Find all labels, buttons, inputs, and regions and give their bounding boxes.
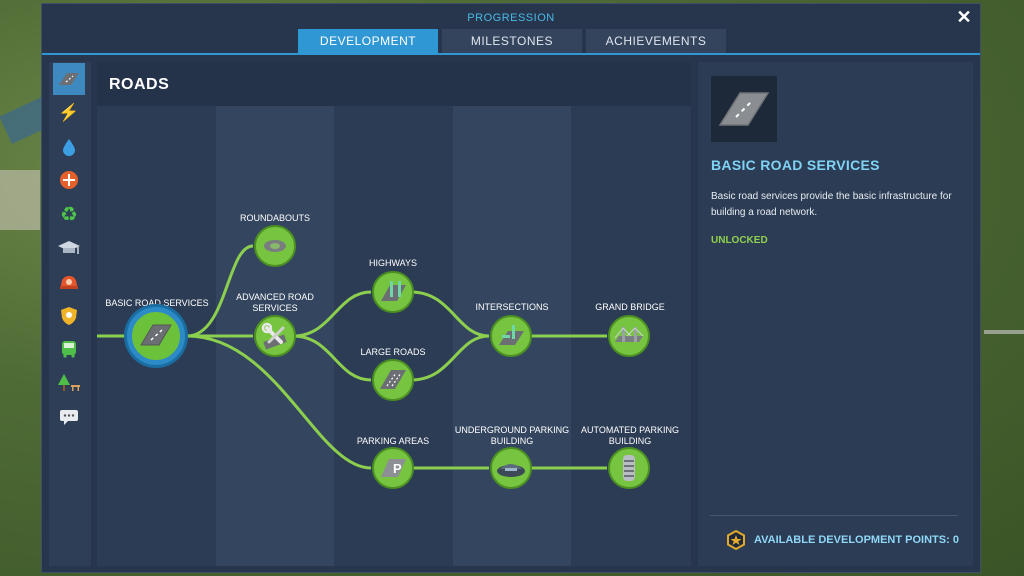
development-tree-panel: ROADS BASIC ROAD SERVICES ROUNDABOUTS AD…	[97, 62, 691, 566]
node-intersections[interactable]	[490, 315, 532, 357]
detail-image	[711, 76, 777, 142]
divider	[710, 515, 958, 516]
highway-icon	[381, 281, 406, 301]
close-button[interactable]: ✕	[956, 7, 972, 27]
electricity-icon: ⚡	[58, 102, 80, 122]
tab-bar: DEVELOPMENT MILESTONES ACHIEVEMENTS	[298, 29, 726, 53]
development-points-label: AVAILABLE DEVELOPMENT POINTS: 0	[754, 534, 959, 546]
development-points: AVAILABLE DEVELOPMENT POINTS: 0	[726, 530, 959, 550]
detail-title: BASIC ROAD SERVICES	[711, 157, 880, 173]
tab-development[interactable]: DEVELOPMENT	[298, 29, 438, 53]
node-roundabouts[interactable]	[254, 225, 296, 267]
parking-sign-icon: P	[381, 459, 406, 477]
category-sidebar: ⚡ ♻	[49, 62, 91, 566]
node-label-intersections: INTERSECTIONS	[475, 302, 549, 312]
tab-underline	[42, 53, 980, 55]
healthcare-icon	[60, 171, 78, 190]
tab-achievements[interactable]: ACHIEVEMENTS	[586, 29, 726, 53]
tree-header: ROADS	[97, 62, 691, 106]
bridge-icon	[614, 327, 644, 342]
parking-tower-icon	[623, 455, 635, 481]
node-basic-road-services[interactable]	[127, 307, 185, 365]
node-label-underground-parking: UNDERGROUND PARKING BUILDING	[454, 425, 570, 446]
sidebar-item-roads[interactable]	[53, 63, 85, 95]
node-label-automated-parking: AUTOMATED PARKING BUILDING	[580, 425, 679, 446]
water-drop-icon	[63, 138, 75, 156]
education-icon	[58, 240, 80, 254]
sidebar-item-garbage[interactable]: ♻	[53, 198, 85, 230]
node-highways[interactable]	[372, 271, 414, 313]
sidebar-item-transport[interactable]	[53, 333, 85, 365]
communications-chat-icon	[60, 409, 78, 425]
roundabout-icon	[264, 240, 286, 252]
transport-bus-icon	[62, 341, 76, 358]
background-road	[984, 330, 1024, 334]
development-point-icon	[727, 530, 745, 550]
parks-tree-icon	[58, 374, 80, 392]
detail-description: Basic road services provide the basic in…	[711, 191, 952, 218]
svg-text:P: P	[393, 461, 402, 476]
road-segment-icon	[718, 92, 770, 126]
node-label-grand-bridge: GRAND BRIDGE	[595, 302, 665, 312]
large-road-icon	[380, 370, 406, 389]
sidebar-item-education[interactable]	[53, 232, 85, 264]
police-badge-icon	[61, 306, 77, 325]
node-label-roundabouts: ROUNDABOUTS	[239, 213, 310, 223]
node-label-highways: HIGHWAYS	[368, 258, 417, 268]
sidebar-item-water[interactable]	[53, 131, 85, 163]
road-icon	[59, 73, 79, 85]
intersection-icon	[499, 325, 524, 345]
node-label-advanced-road-services: ADVANCED ROAD SERVICES	[236, 292, 314, 313]
node-automated-parking[interactable]	[608, 447, 650, 489]
tree-connections	[97, 244, 607, 470]
sidebar-item-police[interactable]	[53, 300, 85, 332]
node-parking-areas[interactable]: P	[372, 447, 414, 489]
node-label-parking-areas: PARKING AREAS	[356, 436, 430, 446]
sidebar-item-parks[interactable]	[53, 367, 85, 399]
node-advanced-road-services[interactable]	[254, 315, 296, 357]
sidebar-item-electricity[interactable]: ⚡	[53, 97, 85, 129]
sidebar-item-communications[interactable]	[53, 401, 85, 433]
tree-title: ROADS	[109, 76, 170, 93]
node-label-large-roads: LARGE ROADS	[360, 347, 426, 357]
node-large-roads[interactable]	[372, 359, 414, 401]
recycle-icon: ♻	[60, 203, 78, 226]
wrench-icon	[261, 322, 287, 350]
node-grand-bridge[interactable]	[608, 315, 650, 357]
node-underground-parking[interactable]	[490, 447, 532, 489]
fire-department-icon	[60, 275, 78, 289]
sidebar-item-fire[interactable]	[53, 266, 85, 298]
status-badge: UNLOCKED	[711, 235, 768, 246]
underground-parking-icon	[497, 464, 525, 477]
window-title: PROGRESSION	[467, 12, 555, 24]
sidebar-item-healthcare[interactable]	[53, 164, 85, 196]
road-segment-icon	[140, 324, 172, 346]
background-town	[0, 170, 40, 230]
detail-panel: BASIC ROAD SERVICES Basic road services …	[698, 62, 973, 566]
node-label-basic-road-services: BASIC ROAD SERVICES	[105, 298, 209, 308]
tab-milestones[interactable]: MILESTONES	[442, 29, 582, 53]
